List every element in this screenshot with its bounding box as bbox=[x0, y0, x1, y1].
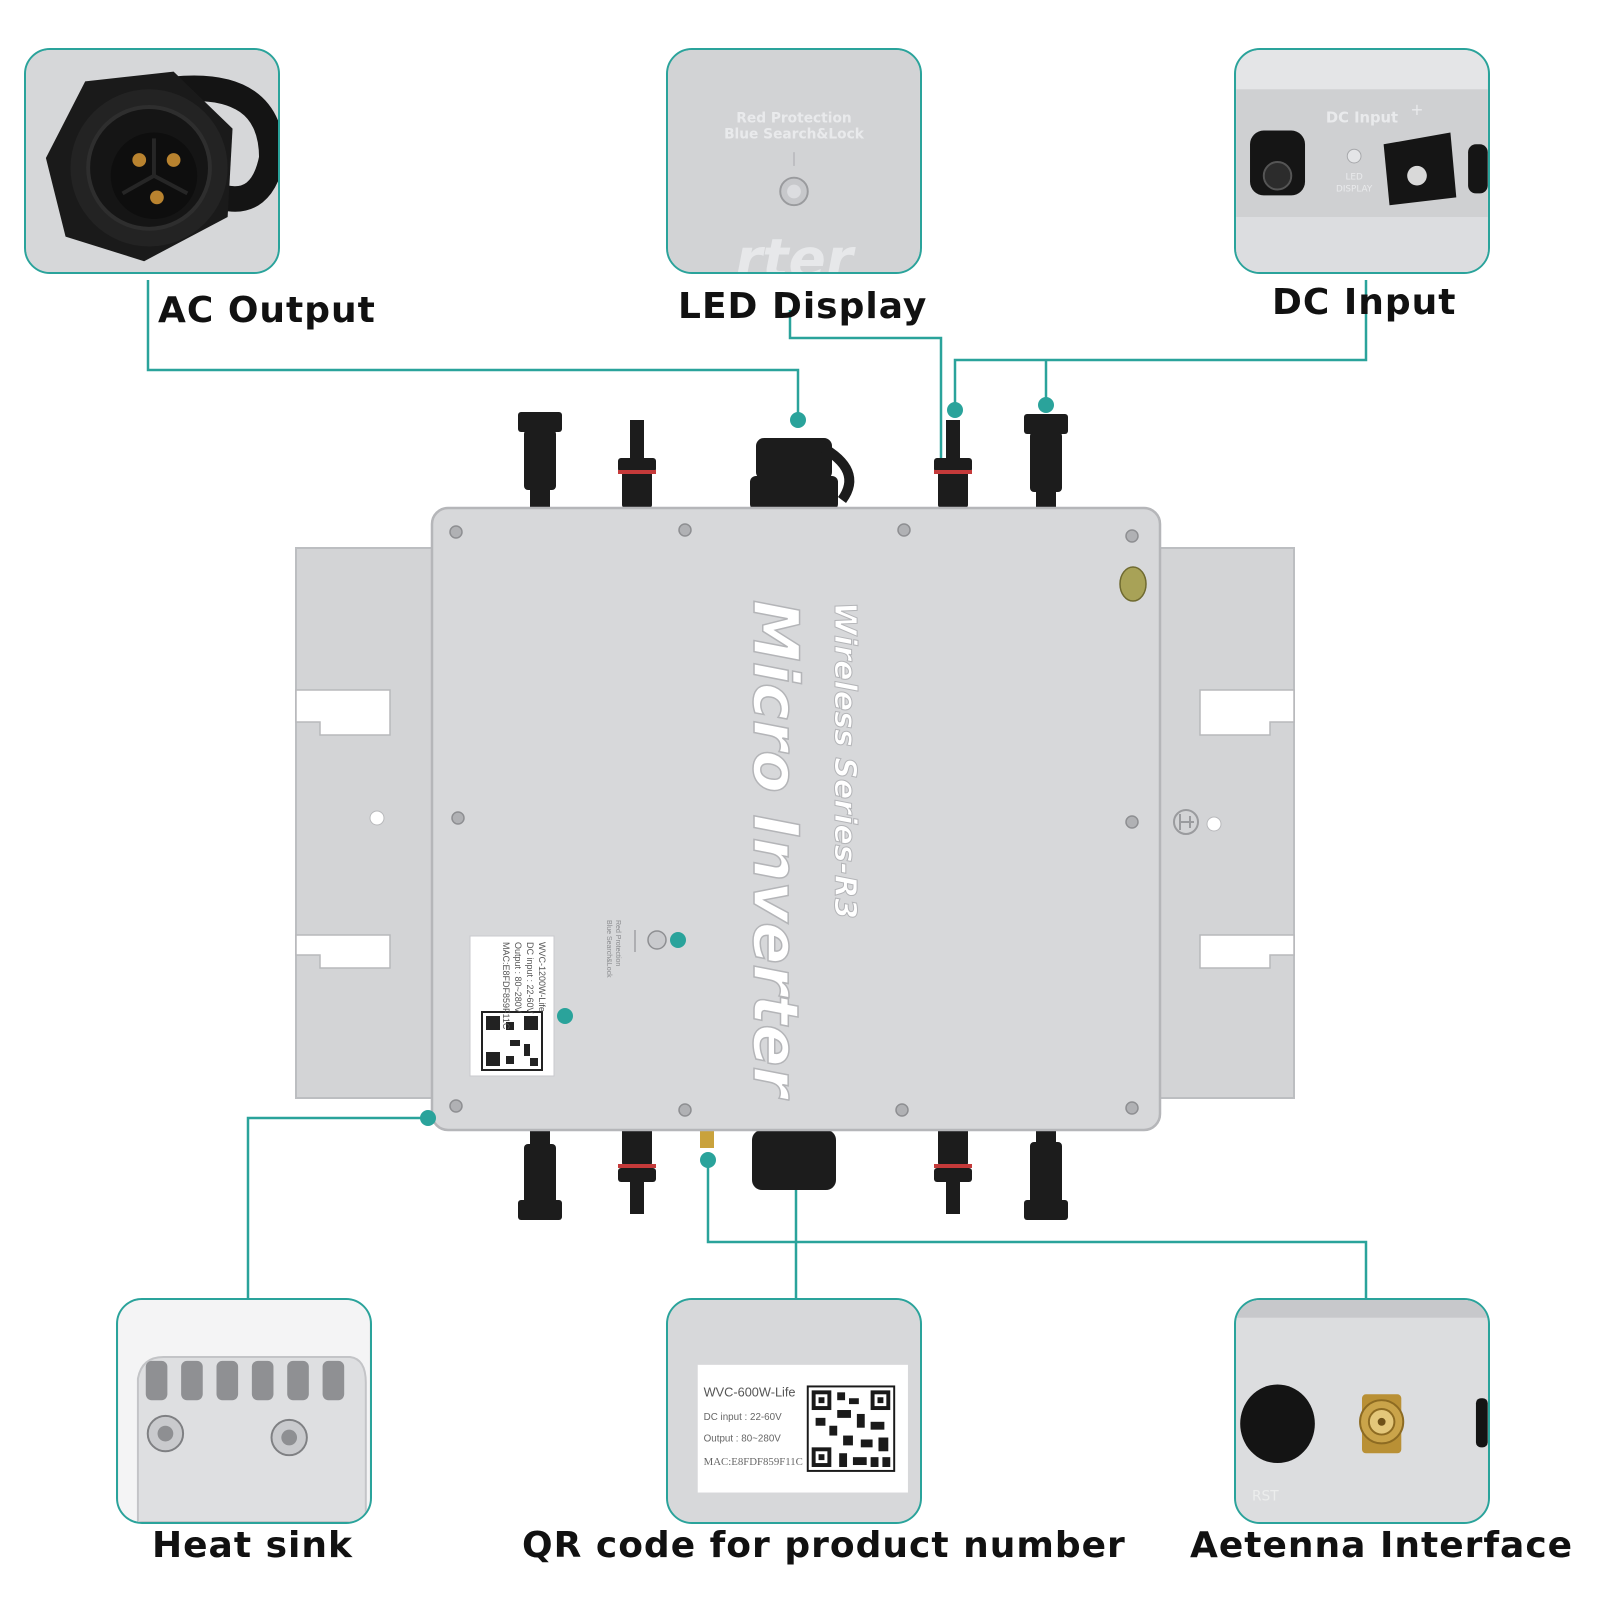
dc-input-label: DC Input bbox=[1272, 282, 1457, 323]
body-led-caption-2: Blue Search&Lock bbox=[605, 920, 612, 978]
ac-output-callout bbox=[24, 48, 280, 274]
mc4-connector-top-1 bbox=[518, 412, 562, 508]
qr-label-closeup: WVC-600W-Life DC input : 22-60V Output :… bbox=[668, 1300, 920, 1522]
body-label-dc: DC input : 22-60V bbox=[525, 942, 535, 1014]
mc4-connector-bottom-2 bbox=[618, 1126, 656, 1214]
body-led-caption: Red Protection Blue Search&Lock bbox=[604, 920, 622, 978]
antenna-connector bbox=[700, 1126, 714, 1148]
heat-sink-callout bbox=[116, 1298, 372, 1524]
inverter-body bbox=[430, 506, 1162, 1132]
heat-sink-closeup bbox=[118, 1300, 370, 1522]
qr-label-output: Output : 80~280V bbox=[704, 1433, 782, 1444]
body-label-mac: MAC:E8FDF859F11C bbox=[501, 942, 511, 1030]
dc-panel-led: LED bbox=[1345, 173, 1362, 183]
led-caption-line1: Red Protection bbox=[736, 111, 851, 127]
antenna-closeup: RST bbox=[1236, 1300, 1488, 1522]
antenna-callout: RST bbox=[1234, 1298, 1490, 1524]
left-mounting-flange bbox=[295, 547, 441, 1099]
led-watermark: rter bbox=[735, 227, 856, 272]
body-product-label bbox=[469, 935, 555, 1077]
bottom-connectors bbox=[518, 1126, 1068, 1220]
dc-panel-title: DC Input bbox=[1326, 110, 1398, 127]
ac-output-connector-closeup bbox=[26, 50, 278, 272]
dc-panel-display: DISPLAY bbox=[1336, 184, 1373, 194]
mc4-connector-bottom-4 bbox=[1024, 1126, 1068, 1220]
device-series-text: Wireless Series-R3 bbox=[827, 602, 863, 920]
body-label-text: WVC-1200W-Life DC input : 22-60V Output … bbox=[500, 942, 548, 1029]
body-led-caption-1: Red Protection bbox=[614, 920, 621, 967]
ce-badge-icon bbox=[1119, 566, 1147, 602]
mc4-connector-top-2 bbox=[618, 420, 656, 508]
led-caption-line2: Blue Search&Lock bbox=[724, 126, 865, 142]
antenna-label: Aetenna Interface bbox=[1190, 1525, 1574, 1566]
qr-code-callout: WVC-600W-Life DC input : 22-60V Output :… bbox=[666, 1298, 922, 1524]
leader-dots bbox=[420, 397, 1054, 1168]
body-led-indicator bbox=[634, 930, 667, 952]
qr-label-mac: MAC:E8FDF859F11C bbox=[704, 1456, 803, 1468]
ac-output-connector bbox=[750, 438, 855, 510]
dc-panel-plus: + bbox=[1410, 100, 1423, 119]
mc4-connector-top-4 bbox=[1024, 414, 1068, 508]
led-display-callout: Red Protection Blue Search&Lock rter bbox=[666, 48, 922, 274]
dc-connector-right bbox=[1383, 132, 1457, 206]
device-name-text: Micro Inverter bbox=[738, 599, 813, 1097]
dc-connector-left bbox=[1250, 130, 1306, 196]
flange-details bbox=[369, 809, 1222, 835]
mc4-connector-top-3 bbox=[934, 420, 972, 508]
dc-input-callout: DC Input + LED DISPLAY bbox=[1234, 48, 1490, 274]
heat-sink-label: Heat sink bbox=[152, 1525, 353, 1566]
dc-input-closeup: DC Input + LED DISPLAY bbox=[1236, 50, 1488, 272]
qr-code-label: QR code for product number bbox=[522, 1525, 1126, 1566]
qr-label-model: WVC-600W-Life bbox=[704, 1384, 796, 1399]
body-label-model: WVC-1200W-Life bbox=[537, 942, 547, 1012]
rst-label: RST bbox=[1252, 1488, 1279, 1504]
body-qr-code-icon bbox=[481, 1011, 543, 1071]
qr-code-icon bbox=[806, 1385, 896, 1472]
top-connectors bbox=[518, 412, 1068, 510]
led-display-label: LED Display bbox=[678, 286, 928, 327]
screws bbox=[449, 523, 1139, 1117]
qr-label-dc: DC input : 22-60V bbox=[704, 1412, 782, 1423]
mc4-connector-bottom-3 bbox=[934, 1126, 972, 1214]
mc4-connector-bottom-1 bbox=[518, 1126, 562, 1220]
ground-icon bbox=[1173, 809, 1199, 835]
led-display-closeup: Red Protection Blue Search&Lock rter bbox=[668, 50, 920, 272]
antenna-sma-connector bbox=[1359, 1394, 1405, 1454]
right-mounting-flange bbox=[1149, 547, 1295, 1099]
ac-port-cap bbox=[752, 1130, 836, 1190]
body-label-output: Output : 80~280V bbox=[513, 942, 523, 1013]
ac-output-label: AC Output bbox=[158, 290, 376, 331]
